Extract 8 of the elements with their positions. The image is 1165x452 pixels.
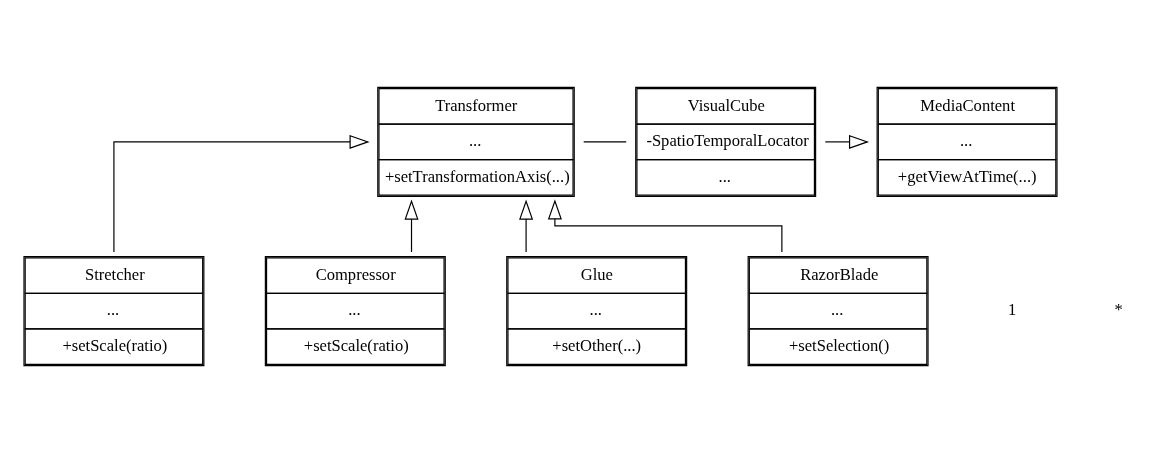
arrow [113,134,370,252]
arrow [824,134,870,149]
arrow [404,199,419,252]
label: 1 [1007,299,1017,319]
label: * [1114,299,1123,319]
arrow [519,199,534,252]
arrow [547,198,783,252]
connector [583,140,627,142]
